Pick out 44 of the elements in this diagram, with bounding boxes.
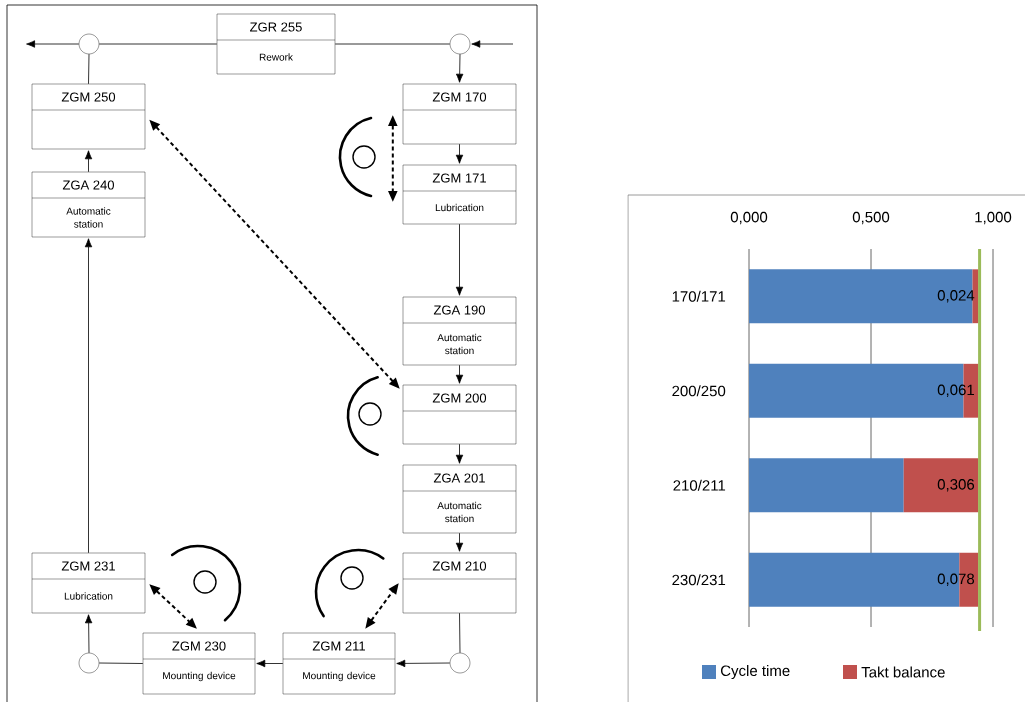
connector-line <box>88 53 90 85</box>
station-box: ZGM 231 Lubrication <box>31 552 146 614</box>
station-box: ZGA 190 Automatic station <box>402 296 517 366</box>
station-box: ZGM 250 <box>31 83 146 150</box>
arrow <box>456 53 464 83</box>
arrow <box>455 143 464 164</box>
tick-label: 0,000 <box>730 211 768 225</box>
arrow <box>455 443 464 464</box>
junction-circle <box>78 33 100 55</box>
connector-line <box>98 43 218 45</box>
connector-line <box>334 43 451 45</box>
junction-circle <box>449 33 471 55</box>
connector-line <box>459 612 461 654</box>
station-box: ZGM 171 Lubrication <box>402 164 517 225</box>
arrow <box>84 238 93 554</box>
tick-label: 0,500 <box>852 211 890 225</box>
category-label: 230/231 <box>672 574 726 586</box>
junction-circle <box>449 652 471 674</box>
arrow <box>455 532 464 552</box>
station-box: ZGM 230 Mounting device <box>142 632 256 695</box>
station-box: ZGM 170 <box>402 83 517 145</box>
legend-label: Takt balance <box>861 666 945 678</box>
station-box: ZGM 210 <box>402 552 517 614</box>
station-box: ZGA 201 Automatic station <box>402 464 517 534</box>
arrow <box>84 614 93 654</box>
station-box: ZGM 200 <box>402 384 517 445</box>
legend-label: Cycle time <box>721 665 790 679</box>
junction-circle <box>78 652 100 674</box>
category-label: 210/211 <box>673 479 726 491</box>
connector-line <box>98 662 144 664</box>
station-box: ZGM 211 Mounting device <box>282 632 396 695</box>
arrow <box>455 223 464 296</box>
arrow <box>256 659 284 668</box>
value-label: 0,306 <box>937 479 975 492</box>
arrow <box>471 40 514 48</box>
arrow <box>26 40 80 48</box>
station-box: ZGR 255 Rework <box>216 13 336 75</box>
tick-label: 1,000 <box>975 211 1012 225</box>
category-label: 170/171 <box>672 290 726 302</box>
arrow <box>455 364 464 384</box>
station-box: ZGA 240 Automatic station <box>31 171 146 238</box>
category-label: 200/250 <box>672 385 726 397</box>
arrow <box>396 659 451 668</box>
arrow <box>84 150 93 173</box>
